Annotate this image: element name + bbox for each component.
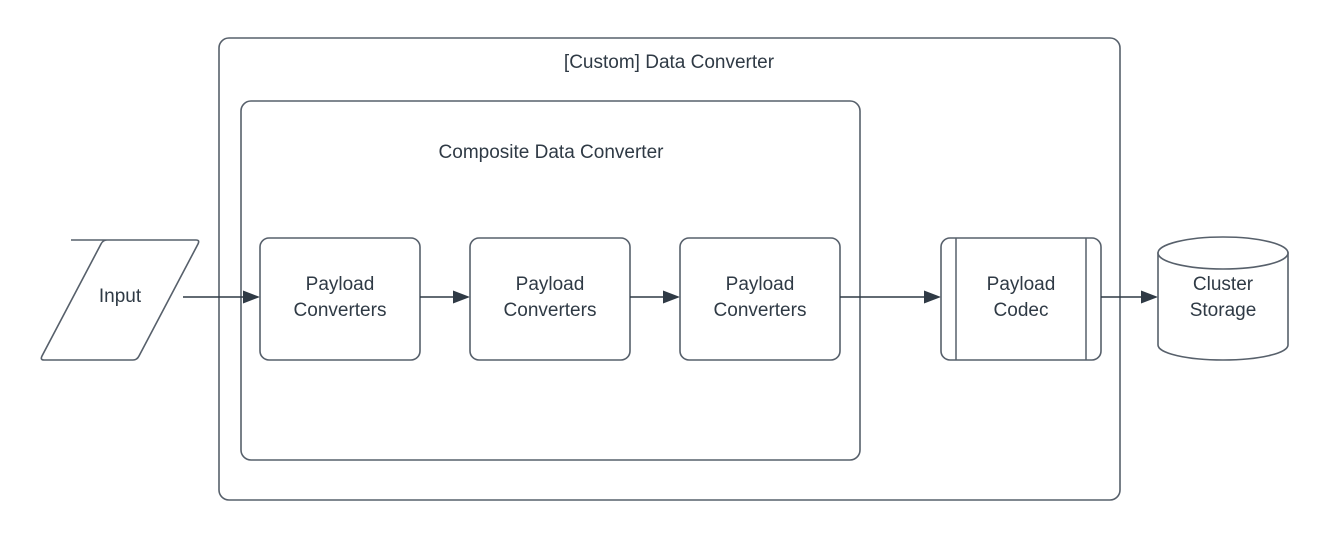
node-payload-codec[interactable] bbox=[940, 237, 1102, 361]
node-cluster-storage-label-line1: Cluster bbox=[1193, 274, 1254, 295]
node-payload-codec-label-line1: Payload bbox=[987, 274, 1056, 295]
node-payload-converters-2[interactable] bbox=[469, 237, 631, 361]
edge-codec-to-storage bbox=[1101, 290, 1158, 304]
edge-codec-to-storage-arrowhead bbox=[1141, 290, 1158, 304]
edge-pc3-to-codec-arrowhead bbox=[924, 290, 941, 304]
node-payload-converters-2-label-line1: Payload bbox=[516, 274, 585, 295]
node-input-label: Input bbox=[99, 286, 142, 307]
edge-input-to-pc1 bbox=[183, 290, 260, 304]
node-cluster-storage[interactable] bbox=[1157, 236, 1289, 361]
container-custom-data-converter-label: [Custom] Data Converter bbox=[564, 52, 775, 73]
node-payload-converters-2-label-line2: Converters bbox=[504, 300, 597, 321]
node-cluster-storage-top bbox=[1157, 236, 1289, 270]
node-payload-converters-3-label-line1: Payload bbox=[726, 274, 795, 295]
edge-pc3-to-codec bbox=[840, 290, 941, 304]
node-payload-converters-3-label-line2: Converters bbox=[714, 300, 807, 321]
node-payload-converters-1-label-line1: Payload bbox=[306, 274, 375, 295]
node-payload-codec-label-line2: Codec bbox=[994, 300, 1049, 321]
edge-input-to-pc1-arrowhead bbox=[243, 290, 260, 304]
node-cluster-storage-label-line2: Storage bbox=[1190, 300, 1257, 321]
node-payload-converters-1[interactable] bbox=[259, 237, 421, 361]
edge-pc2-to-pc3 bbox=[630, 290, 680, 304]
container-composite-data-converter-label: Composite Data Converter bbox=[439, 142, 665, 163]
node-payload-converters-3[interactable] bbox=[679, 237, 841, 361]
edge-pc2-to-pc3-arrowhead bbox=[663, 290, 680, 304]
node-payload-converters-1-label-line2: Converters bbox=[294, 300, 387, 321]
node-input-shape[interactable] bbox=[40, 239, 200, 361]
node-cluster-storage-body bbox=[1157, 252, 1289, 361]
edge-pc1-to-pc2 bbox=[420, 290, 470, 304]
edge-pc1-to-pc2-arrowhead bbox=[453, 290, 470, 304]
